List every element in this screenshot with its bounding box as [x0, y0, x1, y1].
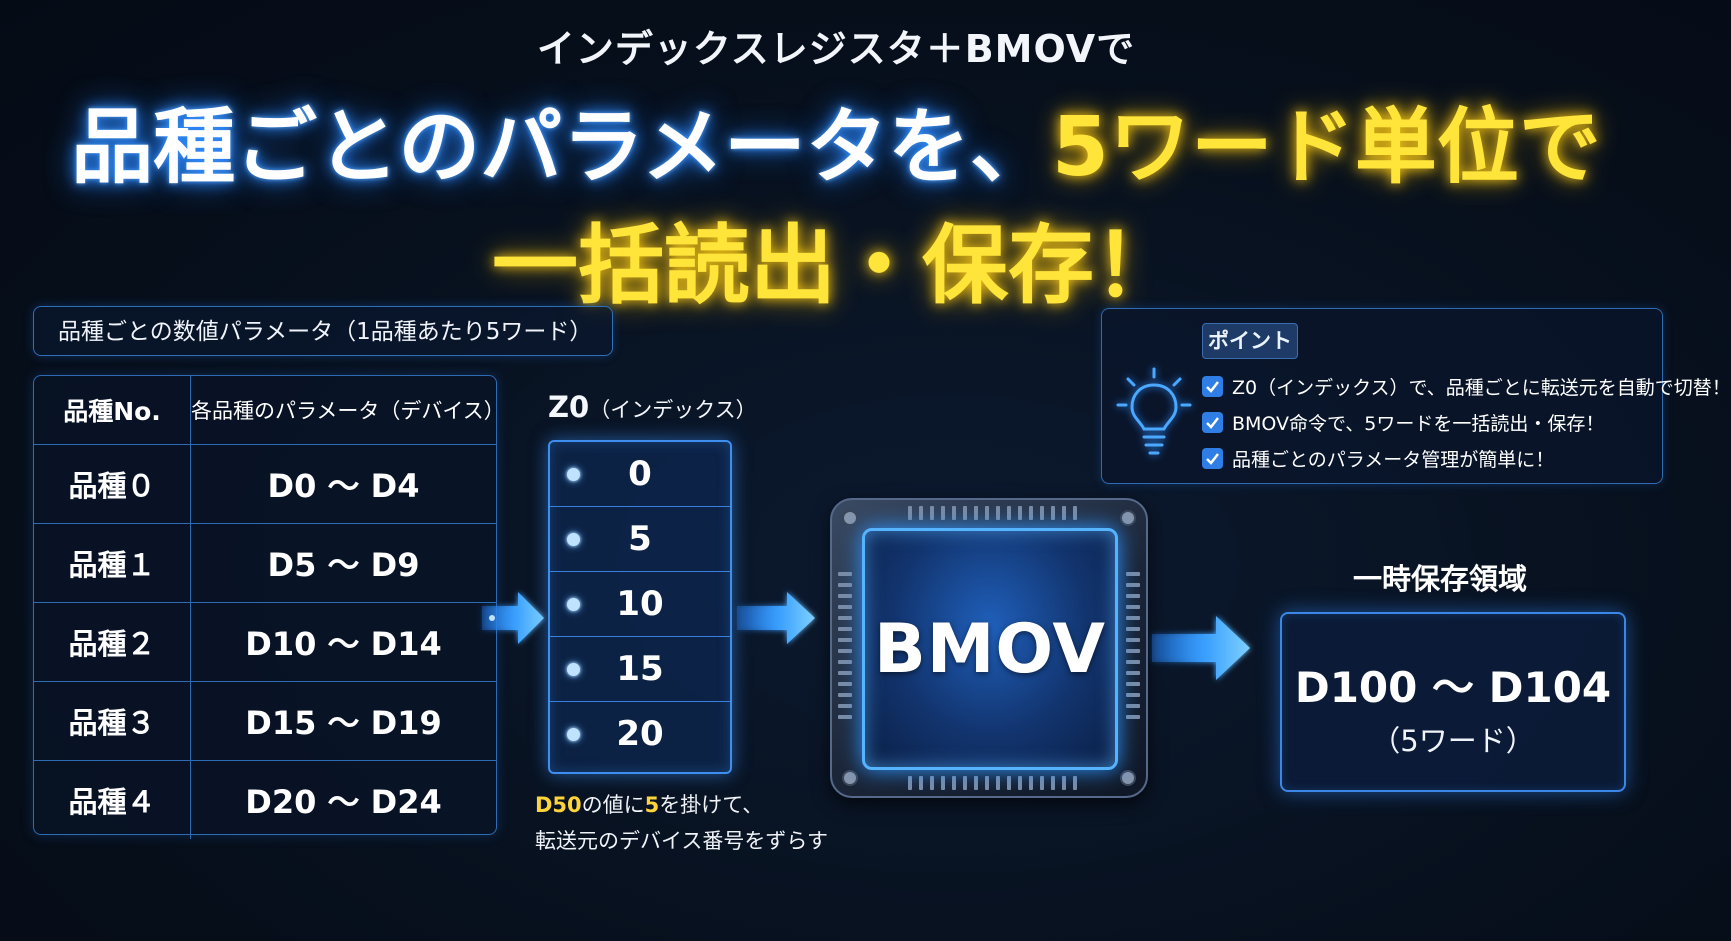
product-cell: 品種０ [34, 445, 191, 523]
temp-storage-title: 一時保存領域 [1352, 562, 1527, 596]
headline-line2: 一括読出・保存！ [492, 216, 1180, 316]
dot-icon [567, 533, 580, 546]
screw-icon [1120, 770, 1136, 786]
checkmark-icon [1202, 376, 1223, 397]
note-highlight-d50: D50 [535, 793, 582, 817]
device-range-cell: D0 ～ D4 [267, 467, 420, 505]
index-value: 10 [616, 584, 664, 624]
lightbulb-icon [1116, 367, 1192, 455]
bmov-chip: BMOV [830, 498, 1148, 798]
table-row: 品種３ D15 ～ D19 [34, 682, 496, 761]
checkmark-icon [1202, 448, 1223, 469]
z0-index-column: 0 5 10 15 20 [548, 440, 732, 774]
screw-icon [842, 510, 858, 526]
dot-icon [567, 728, 580, 741]
product-cell: 品種２ [34, 603, 191, 681]
dot-icon [567, 468, 580, 481]
headline-line1: 品種ごとのパラメータを、5ワード単位で [0, 80, 1672, 199]
z0-note-line1: D50の値に5を掛けて、 [535, 787, 828, 823]
point-item: Z0（インデックス）で、品種ごとに転送元を自動で切替！ [1202, 373, 1731, 400]
point-item: 品種ごとのパラメータ管理が簡単に！ [1202, 445, 1554, 472]
index-cell: 5 [550, 507, 730, 572]
note-highlight-5: 5 [644, 793, 660, 817]
z0-label-sub: （インデックス） [589, 398, 757, 422]
temp-storage-range: D100 ～ D104 [1294, 663, 1612, 712]
table-header-row: 品種No. 各品種のパラメータ（デバイス） [34, 376, 505, 445]
chip-pins-left [838, 572, 852, 719]
header-parameters: 各品種のパラメータ（デバイス） [191, 399, 505, 423]
temp-storage-sub: （5ワード） [1371, 724, 1535, 758]
z0-note-line2: 転送元のデバイス番号をずらす [535, 829, 828, 853]
headline-yellow: 5ワード単位で [1051, 100, 1601, 195]
arrow-right-icon [1152, 616, 1250, 680]
index-cell: 15 [550, 637, 730, 702]
table-row: 品種０ D0 ～ D4 [34, 445, 496, 524]
chip-core: BMOV [862, 528, 1118, 770]
device-range-cell: D20 ～ D24 [245, 783, 442, 821]
dot-icon [567, 663, 580, 676]
arrow-right-icon [737, 592, 815, 644]
product-cell: 品種４ [34, 761, 191, 839]
point-tag: ポイント [1202, 323, 1298, 359]
point-item-text: BMOV命令で、5ワードを一括読出・保存！ [1232, 413, 1605, 435]
product-cell: 品種１ [34, 524, 191, 602]
chip-pins-bottom [908, 776, 1077, 790]
index-cell: 0 [550, 442, 730, 507]
z0-note: D50の値に5を掛けて、 転送元のデバイス番号をずらす [535, 787, 828, 859]
arrow-right-icon [482, 592, 544, 644]
chip-pins-top [908, 506, 1077, 520]
checkmark-icon [1202, 412, 1223, 433]
z0-label: Z0（インデックス） [548, 390, 757, 424]
table-caption: 品種ごとの数値パラメータ（1品種あたり5ワード） [33, 306, 613, 356]
subtitle: インデックスレジスタ＋BMOVで [536, 27, 1136, 71]
index-cell: 20 [550, 702, 730, 766]
index-cell: 10 [550, 572, 730, 637]
device-range-cell: D15 ～ D19 [245, 704, 442, 742]
point-item-text: 品種ごとのパラメータ管理が簡単に！ [1232, 449, 1555, 471]
index-value: 0 [628, 454, 652, 494]
table-row: 品種４ D20 ～ D24 [34, 761, 496, 839]
index-value: 20 [616, 714, 664, 754]
device-range-cell: D5 ～ D9 [267, 546, 420, 584]
product-cell: 品種３ [34, 682, 191, 760]
point-box: ポイント Z0（インデックス）で、品種ごとに転送元を自動で切替！ BMOV命令で… [1101, 308, 1731, 484]
point-item: BMOV命令で、5ワードを一括読出・保存！ [1202, 409, 1604, 436]
temp-storage-box: D100 ～ D104 （5ワード） [1280, 612, 1626, 792]
note-text1: の値に [581, 793, 645, 817]
table-row: 品種２ D10 ～ D14 [34, 603, 496, 682]
screw-icon [842, 770, 858, 786]
z0-name: Z0 [548, 390, 590, 424]
point-item-text: Z0（インデックス）で、品種ごとに転送元を自動で切替！ [1232, 377, 1731, 399]
index-value: 15 [616, 649, 664, 689]
headline-white: 品種ごとのパラメータを、 [71, 100, 1052, 195]
device-range-cell: D10 ～ D14 [245, 625, 442, 663]
chip-pins-right [1126, 572, 1140, 719]
header-product-no: 品種No. [34, 376, 191, 444]
parameter-table: 品種No. 各品種のパラメータ（デバイス） 品種０ D0 ～ D4 品種１ D5… [33, 375, 505, 839]
dot-icon [567, 598, 580, 611]
chip-label: BMOV [873, 609, 1107, 689]
table-row: 品種１ D5 ～ D9 [34, 524, 496, 603]
index-value: 5 [628, 519, 652, 559]
note-text2: を掛けて、 [659, 793, 764, 817]
screw-icon [1120, 510, 1136, 526]
